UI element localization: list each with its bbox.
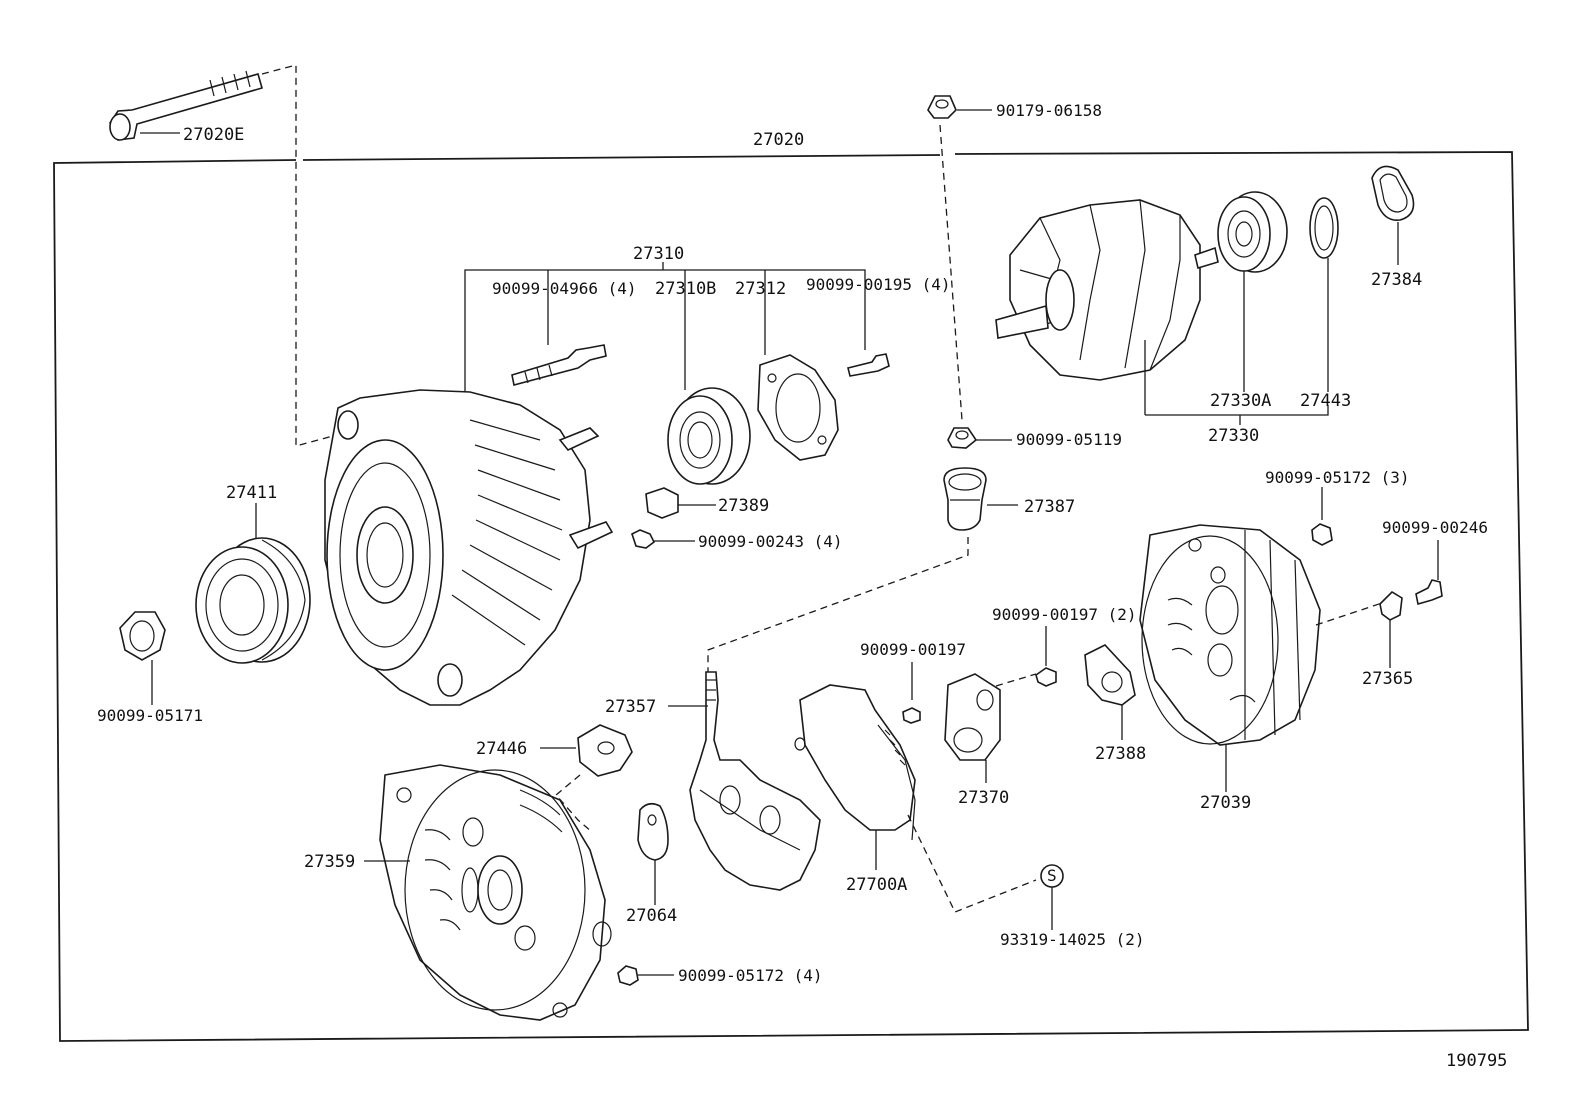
assembly-frame (53, 151, 1529, 1042)
label-27389: 27389 (718, 496, 769, 516)
label-90099-00197: 90099-00197 (860, 640, 966, 659)
terminal-dashed-guide (707, 537, 969, 680)
drive-end-frame-leader (464, 262, 866, 395)
label-27330: 27330 (1208, 426, 1259, 446)
screw-90099-00246[interactable] (1415, 540, 1443, 606)
label-27387: 27387 (1024, 497, 1075, 517)
label-90099-04966: 90099-04966 (4) (492, 279, 637, 298)
pulley-27411[interactable] (195, 503, 311, 664)
label-93319-14025: 93319-14025 (2) (1000, 930, 1145, 949)
label-27330a: 27330A (1210, 391, 1271, 411)
label-27064: 27064 (626, 906, 677, 926)
terminal-insulator-27387[interactable] (943, 467, 1018, 531)
insulator-27446[interactable] (540, 724, 633, 777)
rectifier-end-frame-27359[interactable] (364, 764, 612, 1021)
bolt-dashed-guide (261, 64, 334, 447)
label-27359: 27359 (304, 852, 355, 872)
label-90099-00197-2: 90099-00197 (2) (992, 605, 1137, 624)
rotor-bearing-27330a[interactable] (1217, 191, 1288, 392)
front-bearing-27310b[interactable] (667, 387, 751, 485)
nut-90099-05119[interactable] (947, 427, 1012, 449)
diagram-id: 190795 (1446, 1051, 1507, 1071)
label-27700a: 27700A (846, 875, 907, 895)
screw-93319-14025[interactable] (1040, 864, 1064, 930)
stud-bolt-90099-04966[interactable] (511, 344, 607, 386)
label-27039: 27039 (1200, 793, 1251, 813)
label-27365: 27365 (1362, 669, 1413, 689)
insulator-27365[interactable] (1379, 590, 1403, 668)
label-90099-00243: 90099-00243 (4) (698, 532, 843, 551)
label-90099-05172-3: 90099-05172 (3) (1265, 468, 1410, 487)
label-27310: 27310 (633, 244, 684, 264)
screw-90099-00243[interactable] (631, 529, 695, 549)
retainer-plate-27312[interactable] (757, 354, 839, 461)
screw-90099-00195[interactable] (847, 353, 890, 377)
label-27370: 27370 (958, 788, 1009, 808)
part-labels: 27020E 27020 90179-06158 27310 90099-049… (97, 101, 1507, 1071)
pulley-nut-90099-05171[interactable] (119, 611, 166, 705)
label-27443: 27443 (1300, 391, 1351, 411)
rotor-assembly[interactable] (995, 199, 1219, 415)
insulator-ring-27384[interactable] (1371, 165, 1415, 265)
nut-90179-06158[interactable] (927, 95, 992, 119)
nut-90099-05172-three[interactable] (1311, 487, 1333, 546)
rotor-assy-leader (1145, 405, 1329, 416)
label-27384: 27384 (1371, 270, 1422, 290)
label-27446: 27446 (476, 739, 527, 759)
holder-dashed-guide (995, 673, 1037, 687)
nut-dashed-guide (939, 124, 963, 421)
label-27310b: 27310B (655, 279, 716, 299)
label-90099-05171: 90099-05171 (97, 706, 203, 725)
label-90099-05172-4: 90099-05172 (4) (678, 966, 823, 985)
brush-holder-27370[interactable] (944, 673, 1001, 783)
label-90179-06158: 90179-06158 (996, 101, 1102, 120)
label-90099-00246: 90099-00246 (1382, 518, 1488, 537)
label-27357: 27357 (605, 697, 656, 717)
holder-cover-27388[interactable] (1084, 644, 1136, 740)
screw-90099-00197[interactable] (902, 662, 921, 724)
rectifier-27357[interactable] (668, 671, 821, 891)
nut-90099-05172-four[interactable] (617, 965, 674, 986)
regulator-dashed-guide (907, 814, 1037, 913)
terminal-insulator-27389[interactable] (645, 487, 716, 519)
label-90099-00195: 90099-00195 (4) (806, 275, 951, 294)
cover-dashed-guide (1315, 601, 1386, 626)
label-27020e: 27020E (183, 125, 244, 145)
label-27388: 27388 (1095, 744, 1146, 764)
rear-cover-27039[interactable] (1139, 524, 1321, 792)
bearing-cover-27443[interactable] (1309, 197, 1339, 392)
gasket-27064[interactable] (637, 802, 669, 905)
label-27411: 27411 (226, 483, 277, 503)
label-27312: 27312 (735, 279, 786, 299)
label-s-marker: S (1047, 866, 1057, 885)
drive-end-frame[interactable] (324, 389, 614, 706)
label-90099-05119: 90099-05119 (1016, 430, 1122, 449)
through-bolt-27020e[interactable] (109, 70, 263, 141)
insulator-dashed-guide (555, 774, 593, 833)
screw-90099-00197-pair[interactable] (1035, 626, 1057, 687)
label-27020: 27020 (753, 130, 804, 150)
